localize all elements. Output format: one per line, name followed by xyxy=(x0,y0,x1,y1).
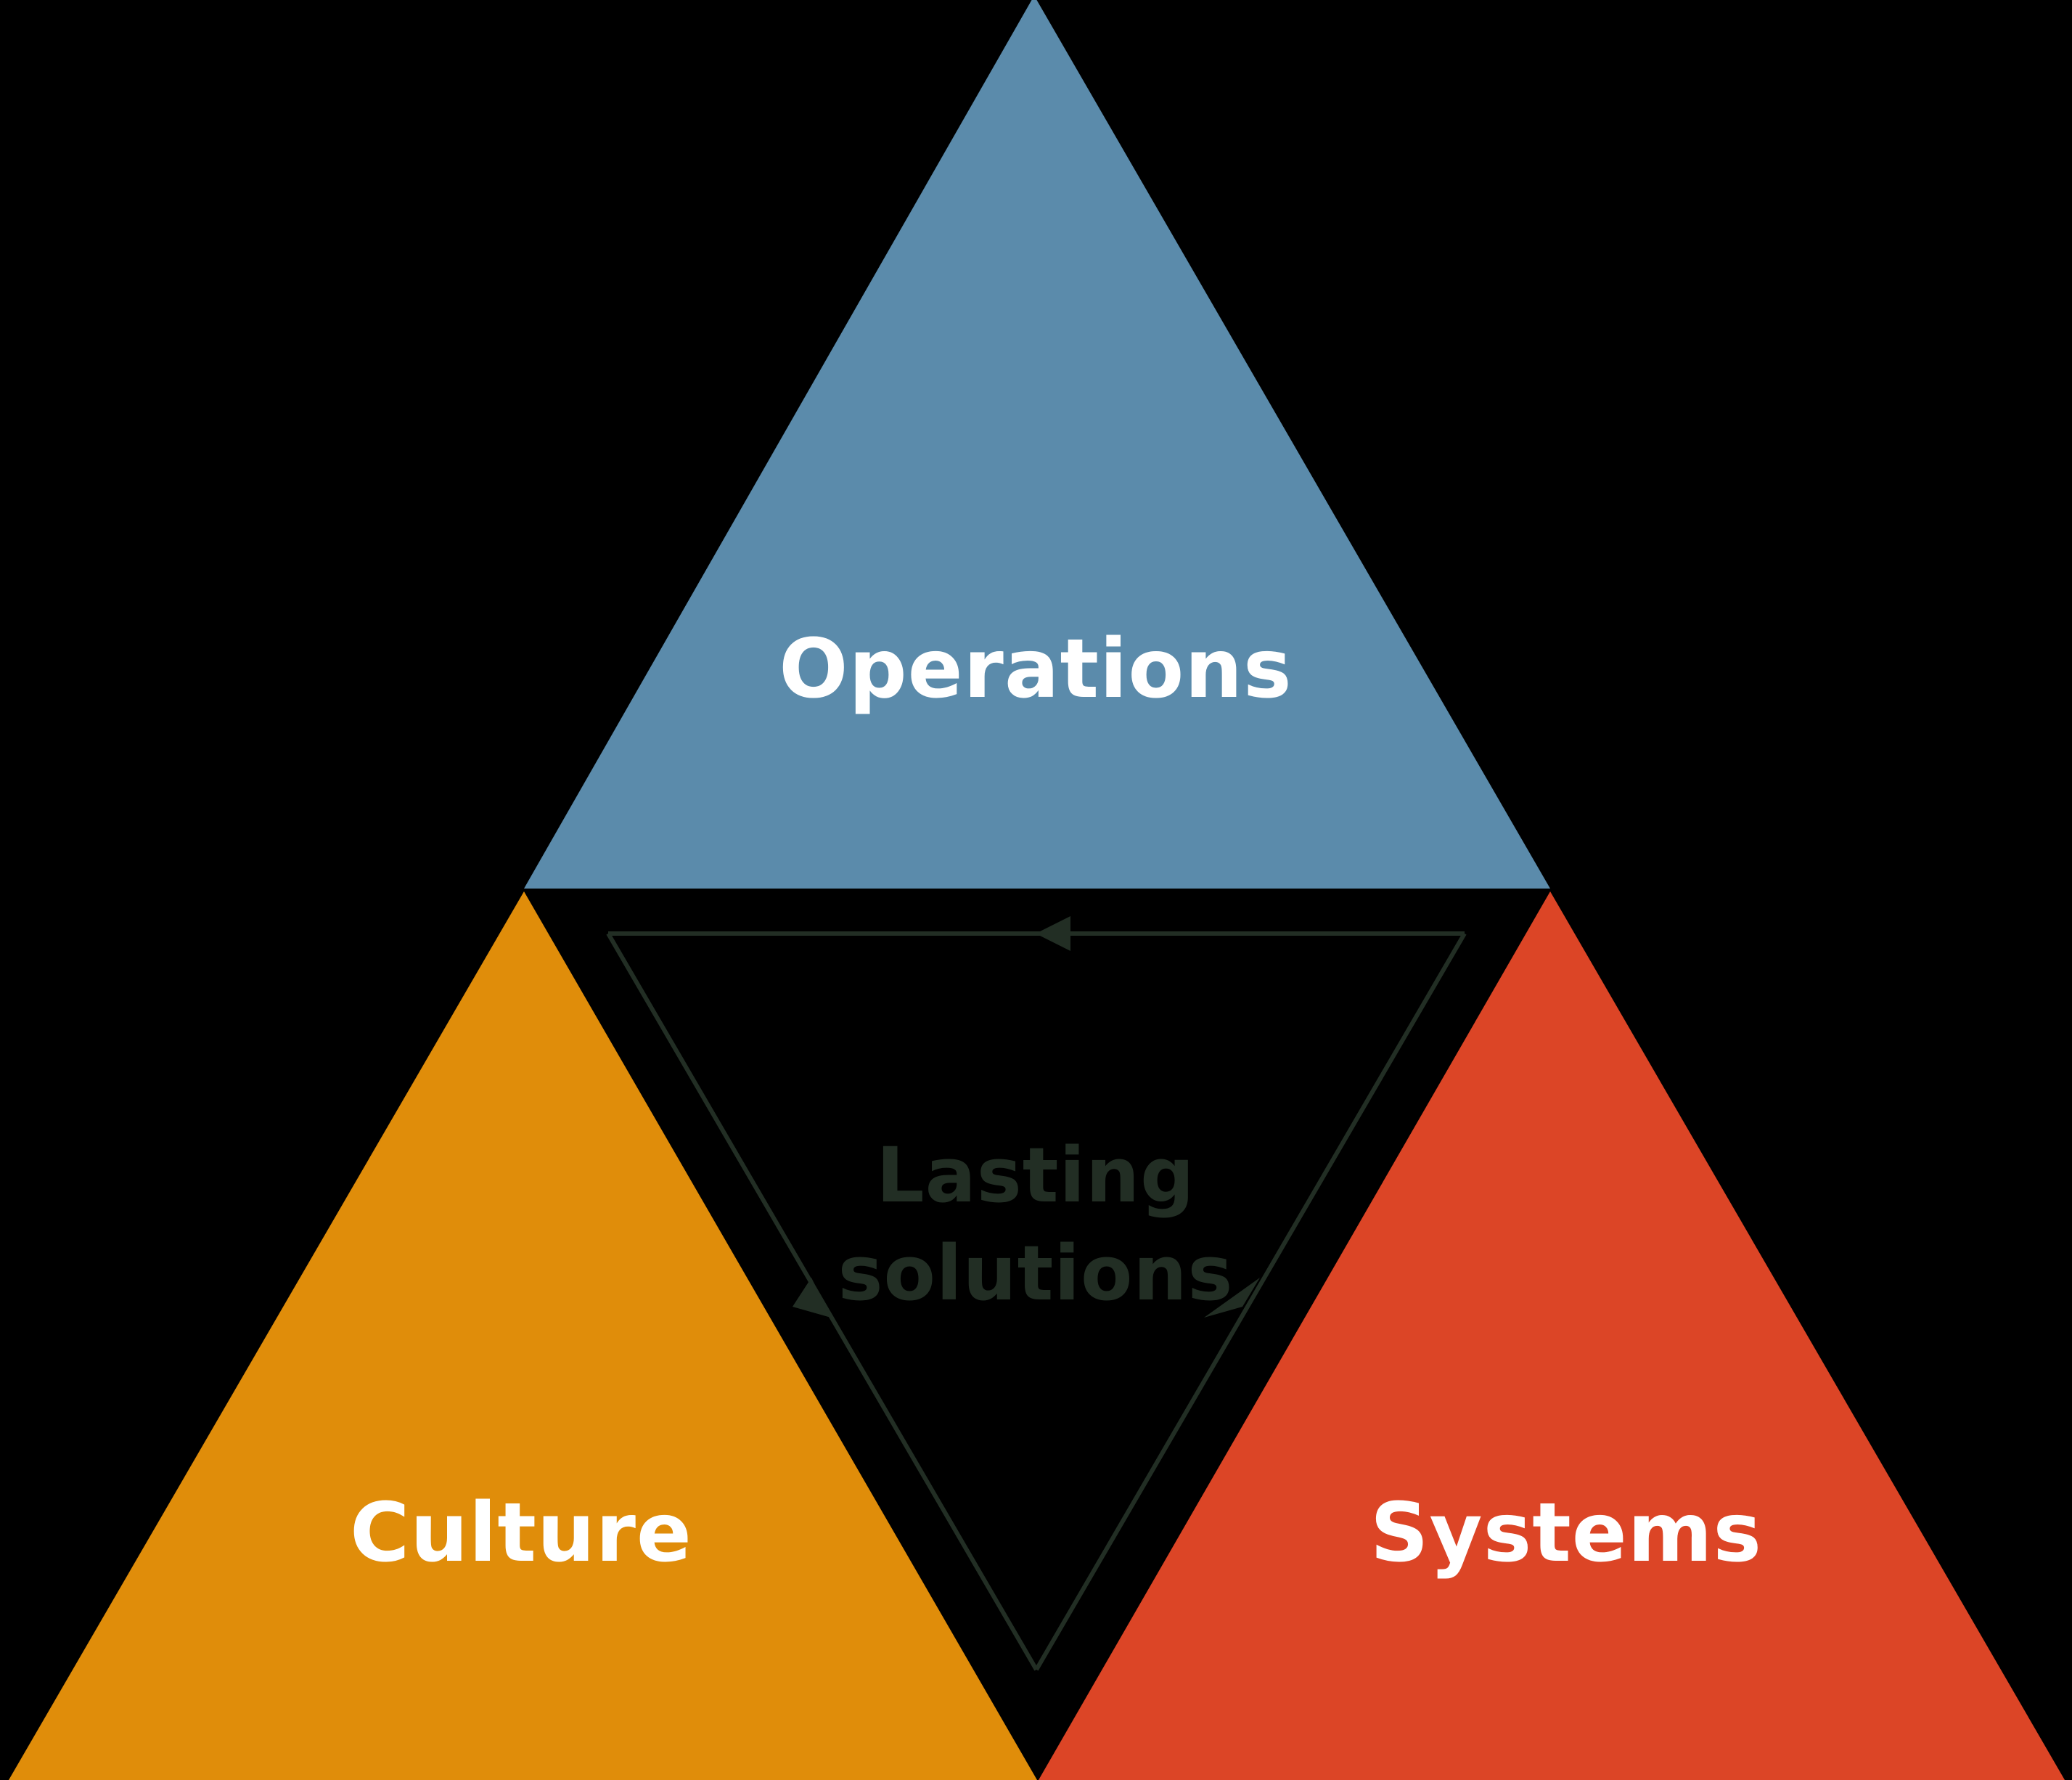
lasting-solutions-line2: solutions xyxy=(838,1229,1234,1318)
arrowhead-right-up xyxy=(1204,1278,1260,1318)
arrowhead-left-down xyxy=(793,1278,831,1318)
culture-triangle[interactable] xyxy=(9,891,1037,1780)
systems-triangle[interactable] xyxy=(1039,891,2065,1780)
arrowhead-top-left xyxy=(1036,916,1070,951)
cycle-edge-right xyxy=(1034,932,1467,1671)
lasting-solutions-cycle xyxy=(606,916,1467,1671)
operations-triangle[interactable] xyxy=(524,0,1550,889)
lasting-solutions-line1: Lasting xyxy=(876,1131,1195,1220)
culture-label: Culture xyxy=(350,1486,692,1580)
systems-label: Systems xyxy=(1370,1486,1762,1580)
operations-label: Operations xyxy=(779,622,1292,717)
